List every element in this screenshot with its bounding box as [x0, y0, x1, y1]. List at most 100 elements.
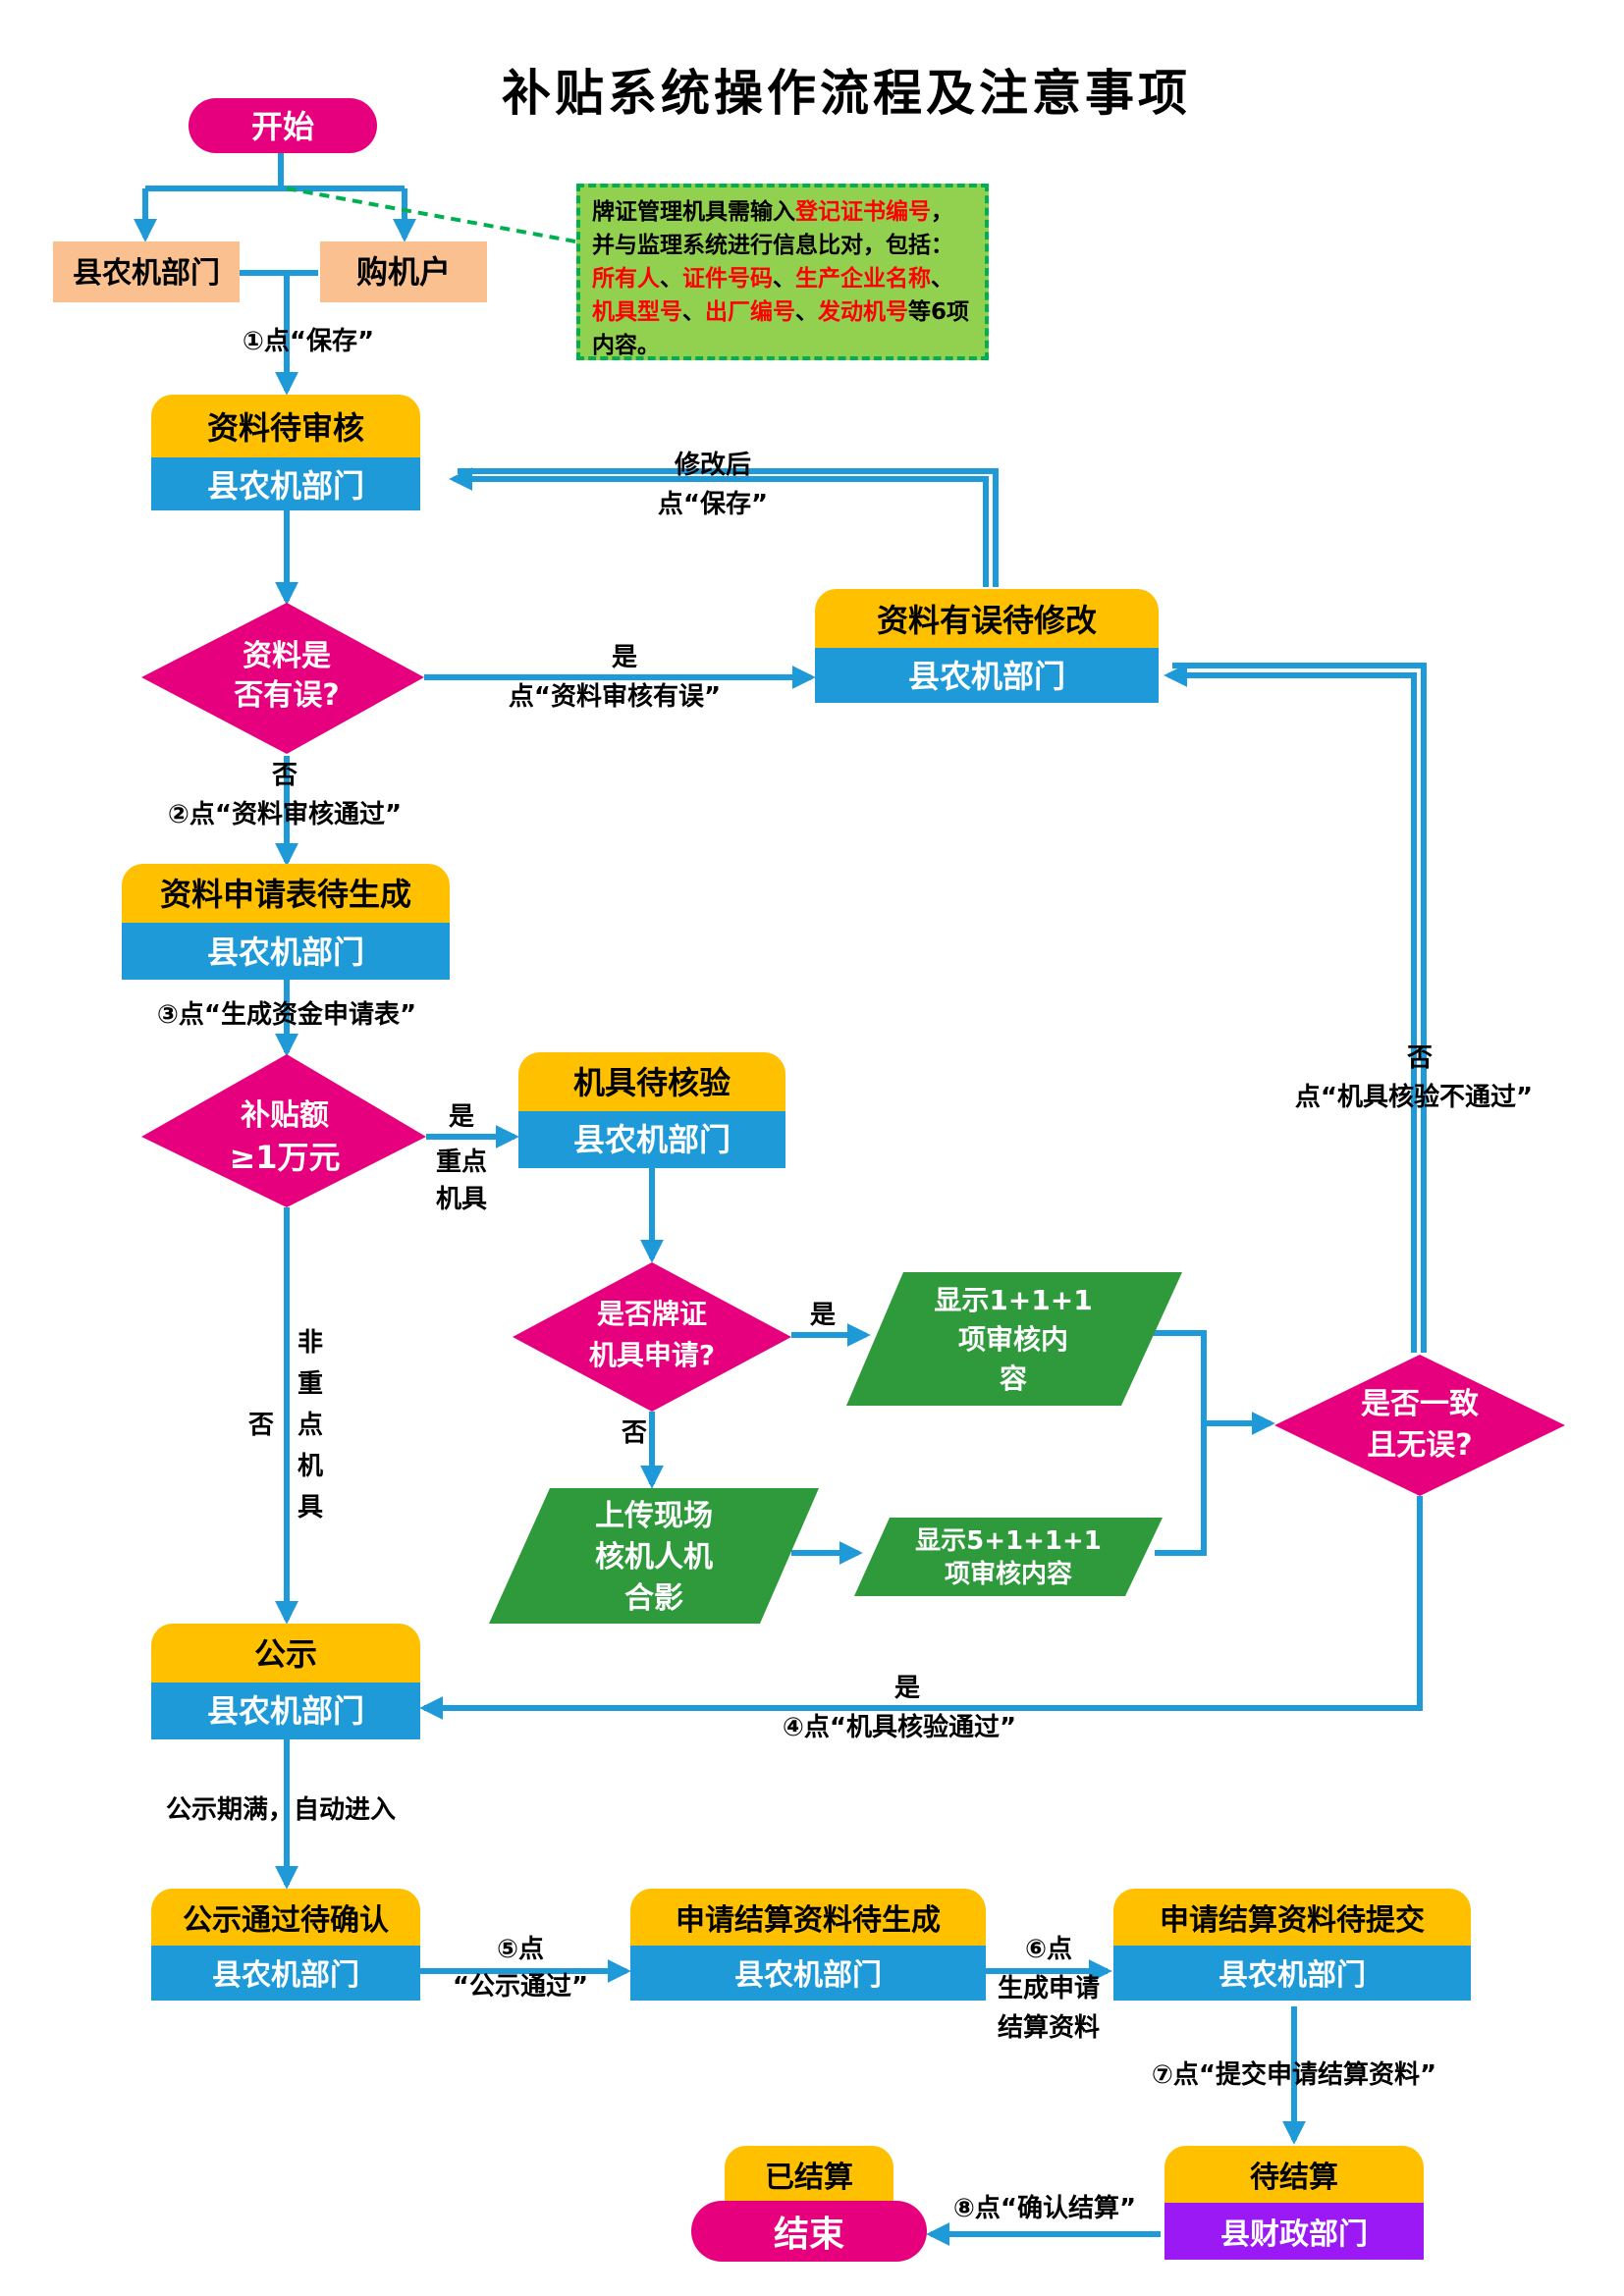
decision-error-line2: 否有误?	[234, 678, 339, 713]
label-consistent-yes: 是	[894, 1674, 920, 1703]
note-segment: 、	[931, 266, 953, 292]
note-segment: 牌证管理机具需输入	[592, 199, 795, 225]
end-label: 结束	[774, 2215, 844, 2255]
settle-submit-node: 申请结算资料待提交 县农机部门	[1113, 1889, 1471, 2001]
settle-submit-header: 申请结算资料待提交	[1160, 1903, 1425, 1938]
settle-generate-body: 县农机部门	[734, 1958, 882, 1993]
label-check-fail: 点“机具核验不通过”	[1295, 1082, 1533, 1112]
county-dept-node: 县农机部门	[53, 241, 240, 302]
note-segment: 所有人	[592, 266, 660, 292]
label-error-no: 否	[272, 761, 298, 790]
settle-submit-body: 县农机部门	[1218, 1958, 1366, 1993]
label-plate-no: 否	[622, 1418, 647, 1448]
decision-consistent-node: 是否一致 且无误?	[1274, 1355, 1565, 1496]
decision-amount-line2: ≥1万元	[229, 1139, 340, 1176]
label-pub-pass-2: “公示通过”	[453, 1972, 588, 2002]
label-after-fix-2: 点“保存”	[658, 489, 768, 519]
label-auto-enter: 公示期满，自动进入	[166, 1794, 396, 1825]
upload-photo-node: 上传现场 核机人机 合影	[489, 1488, 819, 1624]
publicity-confirm-body: 县农机部门	[212, 1958, 359, 1993]
pending-settle-header: 待结算	[1250, 2161, 1338, 2195]
upload-photo-line1: 上传现场	[595, 1499, 713, 1533]
label-gen-settle-1: ⑥点	[1025, 1934, 1072, 1964]
decision-amount-node: 补贴额 ≥1万元	[141, 1054, 426, 1207]
label-error-yes: 是	[612, 643, 637, 672]
label-check-pass: ④点“机具核验通过”	[783, 1712, 1016, 1742]
label-gen-settle-2: 生成申请	[998, 1974, 1100, 2003]
note-segment: 出厂编号	[705, 299, 795, 325]
connectors	[134, 152, 1427, 2246]
decision-consistent-line2: 且无误?	[1367, 1428, 1472, 1463]
label-confirm-settle: ⑧点“确认结算”	[953, 2193, 1136, 2223]
fix-pending-body: 县农机部门	[908, 658, 1065, 695]
decision-amount-line1: 补贴额	[241, 1098, 329, 1133]
label-key-machine-1: 重点	[436, 1147, 487, 1177]
pending-settle-body: 县财政部门	[1220, 2217, 1368, 2252]
publicity-confirm-header: 公示通过待确认	[183, 1903, 389, 1938]
label-non-key-0: 非	[298, 1328, 323, 1358]
decision-plate-node: 是否牌证 机具申请?	[513, 1262, 791, 1412]
decision-plate-line2: 机具申请?	[589, 1339, 715, 1371]
show-111-line2: 项审核内	[958, 1323, 1068, 1356]
show-5111-line1: 显示5+1+1+1	[915, 1526, 1102, 1556]
page-title: 补贴系统操作流程及注意事项	[502, 64, 1191, 122]
show-111-line3: 容	[1000, 1362, 1027, 1395]
note-segment: 、	[773, 266, 795, 292]
note-segment: 等6项内容。	[592, 299, 970, 358]
arrow-consistent-no	[1164, 664, 1417, 1353]
label-submit-settle: ⑦点“提交申请结算资料”	[1152, 2059, 1436, 2090]
label-consistent-no: 否	[1407, 1043, 1433, 1073]
form-pending-header: 资料申请表待生成	[160, 876, 411, 913]
fix-pending-node: 资料有误待修改 县农机部门	[815, 589, 1159, 703]
review-pending-node: 资料待审核 县农机部门	[151, 395, 420, 510]
show-5111-node: 显示5+1+1+1 项审核内容	[854, 1518, 1163, 1596]
label-non-key-3: 机	[298, 1452, 323, 1481]
note-segment: 生产企业名称	[795, 266, 931, 292]
note-segment: ，并与监理系统进行信息比对，包括：	[592, 199, 953, 258]
label-non-key-4: 具	[298, 1493, 323, 1522]
show-111-line1: 显示1+1+1	[934, 1284, 1092, 1316]
label-save: ①点“保存”	[243, 326, 374, 356]
note-segment: 登记证书编号	[795, 199, 931, 225]
label-click-pass: ②点“资料审核通过”	[168, 799, 402, 829]
form-pending-body: 县农机部门	[207, 934, 364, 971]
note-segment: 机具型号	[592, 299, 682, 325]
plate-machine-note: 牌证管理机具需输入登记证书编号，并与监理系统进行信息比对，包括：所有人、证件号码…	[576, 184, 989, 360]
fix-pending-header: 资料有误待修改	[877, 602, 1097, 639]
publicity-confirm-node: 公示通过待确认 县农机部门	[151, 1889, 420, 2001]
arrow-consistent-no-double	[1172, 663, 1427, 1353]
label-plate-yes: 是	[810, 1301, 836, 1330]
publicity-node: 公示 县农机部门	[151, 1624, 420, 1739]
review-pending-body: 县农机部门	[207, 467, 364, 505]
arrow-fix-back	[449, 467, 989, 587]
arrow-consistent-yes	[419, 1496, 1423, 1720]
merge-line	[1147, 1330, 1207, 1556]
decision-error-line1: 资料是	[243, 639, 331, 673]
label-non-key-2: 点	[298, 1410, 323, 1440]
label-gen-settle-3: 结算资料	[998, 2012, 1100, 2043]
note-connector	[286, 187, 576, 243]
note-segment: 证件号码	[682, 266, 773, 292]
label-non-key-1: 重	[298, 1369, 323, 1399]
note-segment: 、	[682, 299, 705, 325]
decision-plate-line1: 是否牌证	[597, 1298, 707, 1330]
show-5111-line2: 项审核内容	[945, 1559, 1072, 1589]
start-label: 开始	[251, 108, 314, 145]
upload-photo-line2: 核机人机	[595, 1540, 713, 1575]
buyer-node: 购机户	[320, 241, 487, 302]
note-segment: 、	[795, 299, 818, 325]
machine-check-header: 机具待核验	[573, 1064, 731, 1101]
publicity-header: 公示	[254, 1635, 317, 1673]
settled-label: 已结算	[765, 2161, 853, 2195]
county-dept-label: 县农机部门	[73, 256, 220, 291]
label-pub-pass-1: ⑤点	[497, 1934, 544, 1964]
label-after-fix-1: 修改后	[674, 450, 751, 480]
form-pending-node: 资料申请表待生成 县农机部门	[122, 864, 450, 980]
machine-check-body: 县农机部门	[573, 1121, 731, 1158]
show-111-node: 显示1+1+1 项审核内 容	[846, 1272, 1182, 1406]
note-segment: 、	[660, 266, 682, 292]
settle-generate-header: 申请结算资料待生成	[676, 1903, 941, 1938]
decision-consistent-line1: 是否一致	[1361, 1387, 1479, 1421]
label-amount-yes: 是	[449, 1102, 474, 1132]
